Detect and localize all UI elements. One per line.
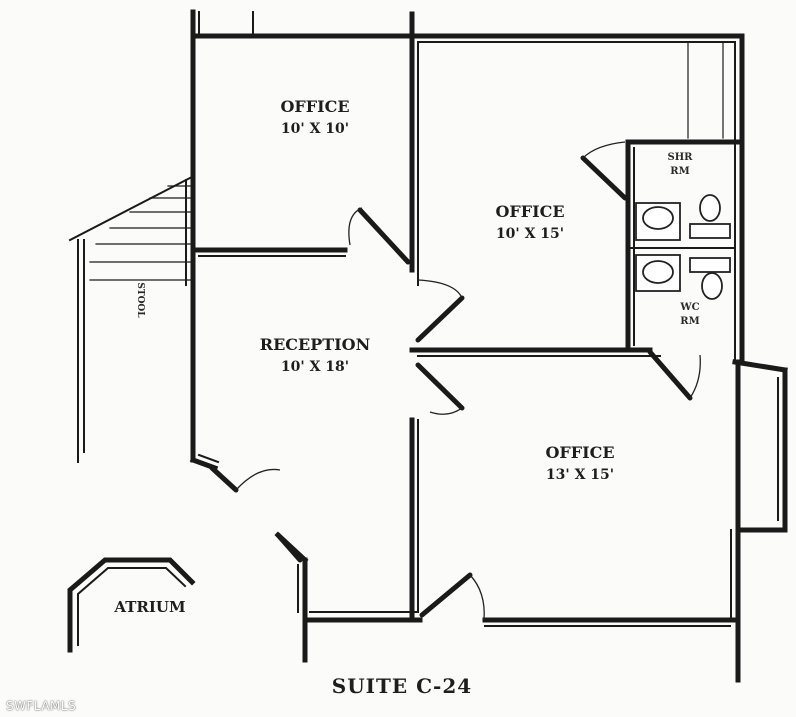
walls <box>189 9 788 683</box>
reception-name: RECEPTION <box>260 335 370 354</box>
shower-room-sub: RM <box>670 166 689 177</box>
suite-title: SUITE C-24 <box>332 674 472 698</box>
office-2-dims: 10' X 15' <box>496 226 564 242</box>
office-3-name: OFFICE <box>545 443 614 462</box>
doors <box>209 141 701 621</box>
mls-watermark: SWFLAMLS <box>6 699 77 713</box>
atrium-outline <box>67 557 196 653</box>
office-1-name: OFFICE <box>280 97 349 116</box>
shower-room-name: SHR <box>668 152 694 163</box>
office-3-dims: 13' X 15' <box>546 467 614 483</box>
restroom-fixtures <box>635 194 731 300</box>
atrium-label: ATRIUM <box>113 598 185 616</box>
stairs <box>68 176 192 463</box>
stair-note: STOOL <box>135 282 145 318</box>
office-2-name: OFFICE <box>495 202 564 221</box>
wc-room-sub: RM <box>680 316 699 327</box>
office-1-dims: 10' X 10' <box>281 121 349 137</box>
reception-dims: 10' X 18' <box>281 359 349 375</box>
wc-room-name: WC <box>679 302 699 313</box>
